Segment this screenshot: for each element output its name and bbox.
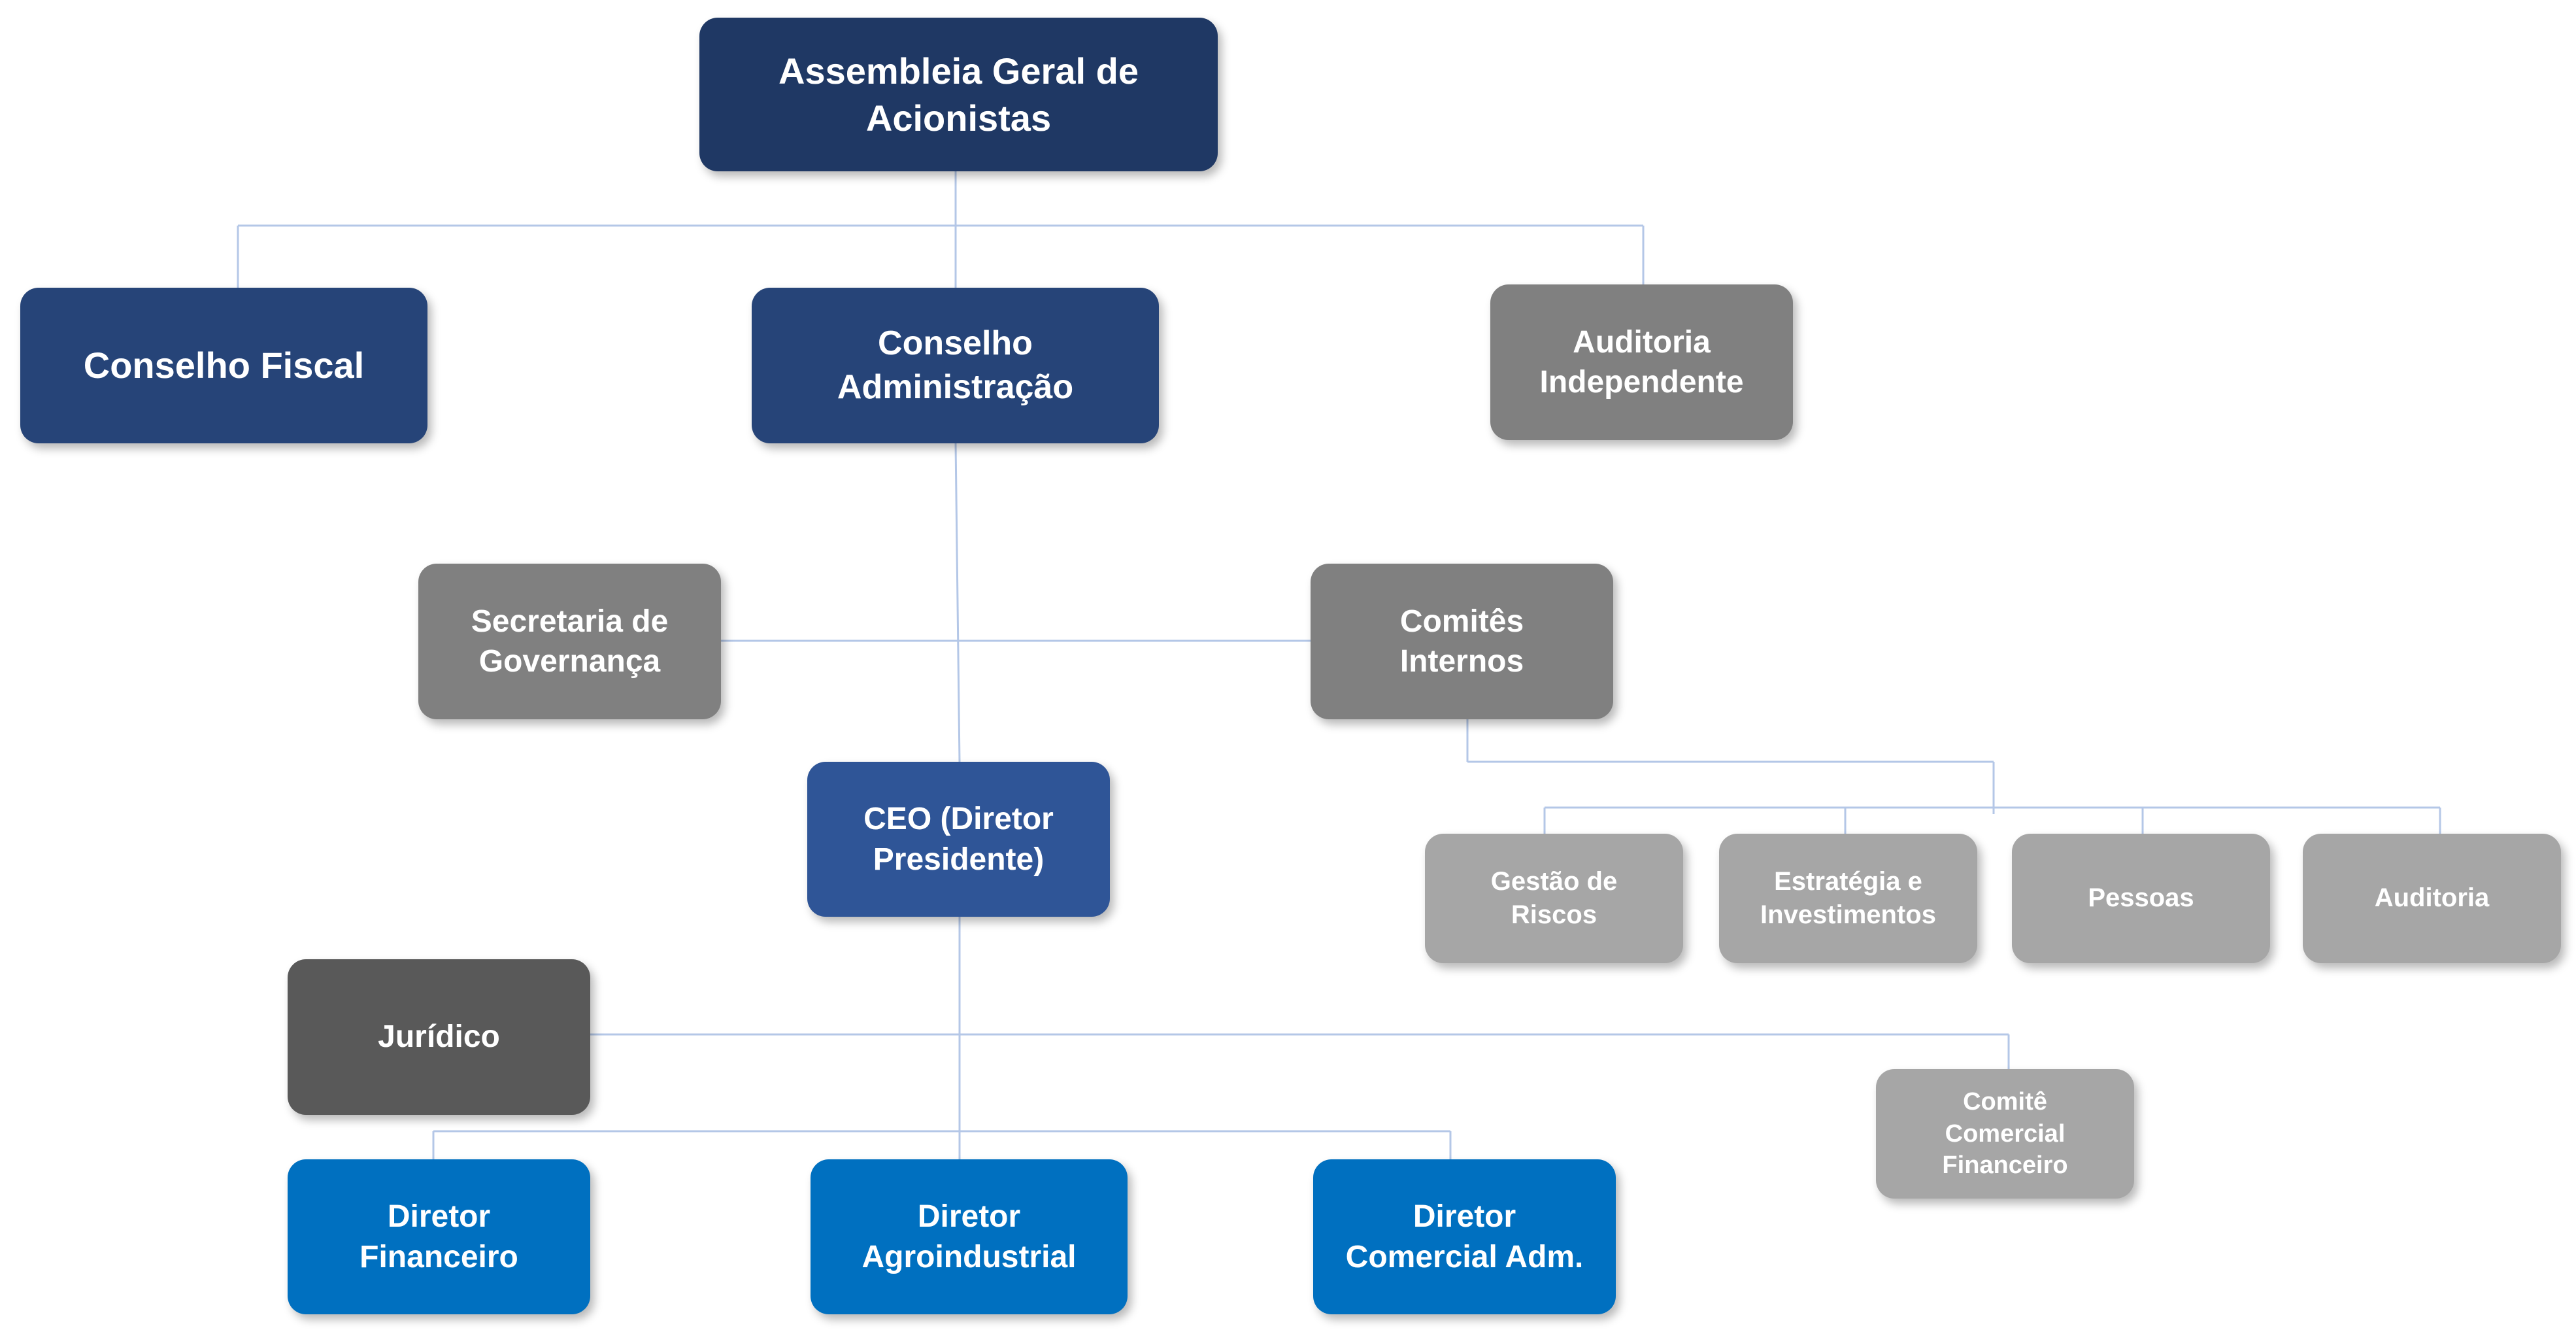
node-diretor-comercial-adm-label: Diretor Comercial Adm. <box>1345 1199 1584 1274</box>
node-ceo-label: CEO (Diretor Presidente) <box>863 802 1054 877</box>
node-diretor-financeiro: Diretor Financeiro <box>288 1159 590 1314</box>
node-diretor-financeiro-label: Diretor Financeiro <box>360 1199 518 1274</box>
node-conselho-fiscal: Conselho Fiscal <box>20 288 427 443</box>
node-juridico-label: Jurídico <box>378 1019 500 1055</box>
node-assembleia-label: Assembleia Geral de Acionistas <box>778 50 1139 139</box>
node-comite-comercial-financeiro: Comitê Comercial Financeiro <box>1876 1069 2134 1199</box>
node-auditoria-independente-label: Auditoria Independente <box>1539 324 1744 400</box>
node-auditoria-label: Auditoria <box>2374 883 2490 913</box>
node-gestao-riscos-label: Gestão de Riscos <box>1490 866 1618 929</box>
node-estrategia-investimentos: Estratégia e Investimentos <box>1719 834 1977 963</box>
node-auditoria: Auditoria <box>2303 834 2561 963</box>
node-secretaria-governanca: Secretaria de Governança <box>418 564 721 719</box>
node-diretor-agroindustrial-label: Diretor Agroindustrial <box>861 1199 1077 1274</box>
node-comite-comercial-financeiro-label: Comitê Comercial Financeiro <box>1942 1088 2068 1180</box>
node-pessoas-label: Pessoas <box>2088 883 2194 913</box>
node-secretaria-governanca-label: Secretaria de Governança <box>471 604 669 679</box>
node-assembleia: Assembleia Geral de Acionistas <box>699 18 1218 171</box>
node-comites-internos: Comitês Internos <box>1311 564 1613 719</box>
node-estrategia-investimentos-label: Estratégia e Investimentos <box>1760 866 1936 929</box>
node-diretor-comercial-adm: Diretor Comercial Adm. <box>1313 1159 1616 1314</box>
node-juridico: Jurídico <box>288 959 590 1115</box>
node-diretor-agroindustrial: Diretor Agroindustrial <box>811 1159 1128 1314</box>
node-conselho-fiscal-label: Conselho Fiscal <box>83 345 365 386</box>
node-comites-internos-label: Comitês Internos <box>1399 604 1524 679</box>
node-gestao-riscos: Gestão de Riscos <box>1425 834 1683 963</box>
node-ceo: CEO (Diretor Presidente) <box>807 762 1110 917</box>
node-auditoria-independente: Auditoria Independente <box>1490 284 1793 440</box>
node-conselho-administracao-label: Conselho Administração <box>837 324 1074 406</box>
node-pessoas: Pessoas <box>2012 834 2270 963</box>
node-conselho-administracao: Conselho Administração <box>752 288 1159 443</box>
